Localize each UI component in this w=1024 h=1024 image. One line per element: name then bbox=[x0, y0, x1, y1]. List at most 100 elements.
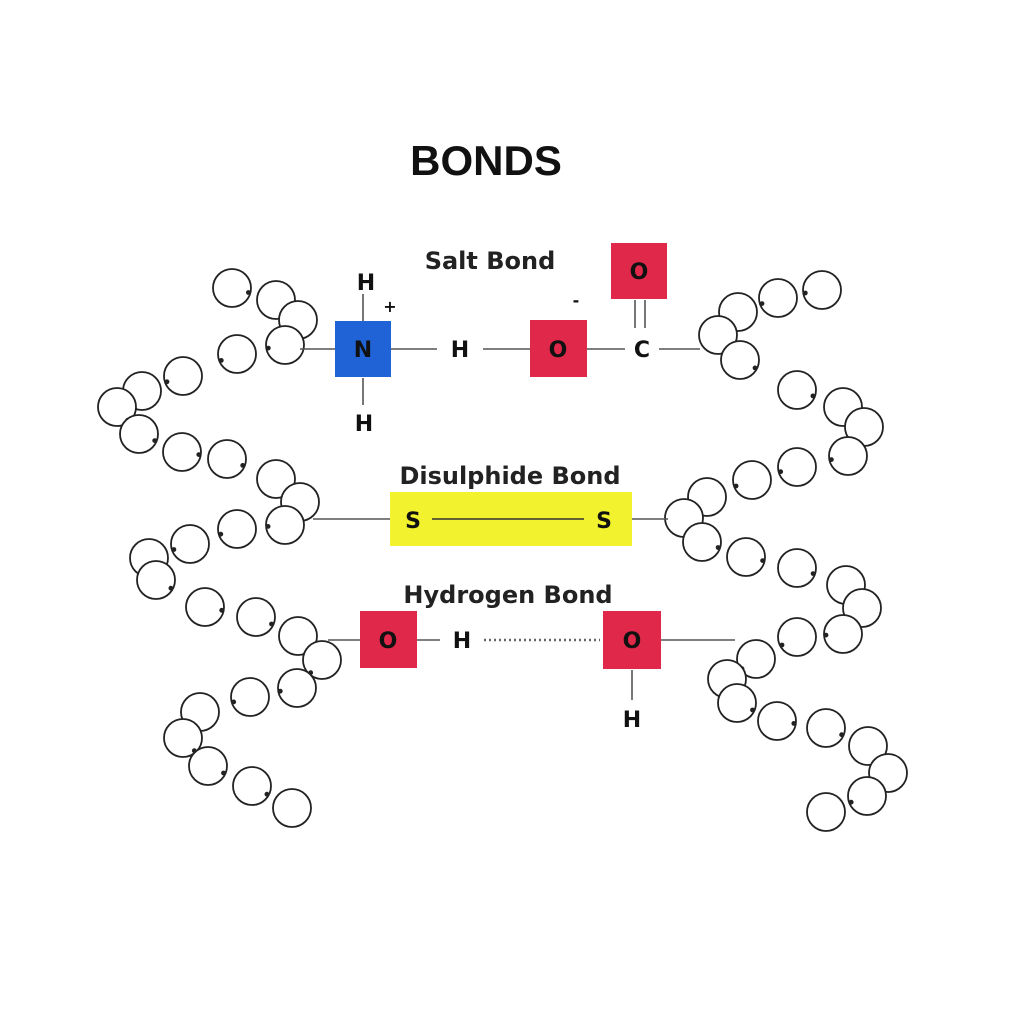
chain-left-bead bbox=[265, 505, 305, 545]
chain-left-bead-link bbox=[152, 438, 158, 443]
chain-left-bead bbox=[236, 597, 276, 637]
chain-left-bead bbox=[232, 766, 272, 806]
diagram-title: BONDS bbox=[410, 137, 562, 184]
chain-right-bead bbox=[732, 460, 772, 500]
disulphide-bond-label: Disulphide Bond bbox=[399, 462, 620, 490]
chain-left-bead bbox=[185, 587, 225, 627]
nitrogen-atom-box bbox=[335, 321, 391, 377]
salt-bond-label: Salt Bond bbox=[425, 247, 556, 275]
negative-charge: - bbox=[573, 291, 580, 310]
chain-left-bead bbox=[97, 387, 137, 427]
chain-right-bead bbox=[806, 792, 846, 832]
positive-charge: + bbox=[383, 297, 396, 316]
chain-left-bead bbox=[162, 432, 202, 472]
carbon-atom: C bbox=[634, 338, 650, 363]
oxygen-atom-box-salt bbox=[530, 320, 587, 377]
chain-left-bead bbox=[170, 524, 210, 564]
sulphur-atom-right: S bbox=[596, 509, 612, 534]
chain-left-bead-link bbox=[168, 585, 174, 591]
chain-left-bead bbox=[188, 746, 228, 786]
salt-h-middle: H bbox=[451, 338, 469, 363]
chain-left-bead-link bbox=[265, 524, 271, 529]
chain-right-bead-link bbox=[778, 469, 784, 475]
chain-left-bead-link bbox=[269, 621, 274, 627]
chain-right-bead-link bbox=[810, 393, 816, 399]
chain-right-bead-link bbox=[733, 483, 739, 489]
chain-left-bead-link bbox=[196, 452, 202, 457]
chain-left-bead bbox=[207, 439, 247, 479]
chain-left-bead-link bbox=[171, 547, 177, 552]
chain-left-bead-link bbox=[221, 770, 226, 776]
chain-right-bead-link bbox=[759, 301, 765, 306]
chain-right-bead-link bbox=[779, 642, 785, 648]
chain-left-bead-link bbox=[218, 531, 224, 537]
chain-left-bead-link bbox=[219, 607, 225, 613]
chain-right-bead-link bbox=[810, 571, 816, 576]
chain-left-bead bbox=[278, 616, 318, 656]
chain-right-bead bbox=[720, 340, 760, 380]
chain-left-bead bbox=[277, 668, 317, 708]
salt-oxygen-atom: O bbox=[549, 338, 568, 363]
chain-right-bead bbox=[777, 370, 817, 410]
chain-right-bead bbox=[777, 617, 817, 657]
chain-left-bead bbox=[217, 509, 257, 549]
chain-left-bead bbox=[163, 356, 203, 396]
hydrogen-oxygen-right: O bbox=[623, 629, 642, 654]
chain-left-bead-link bbox=[246, 290, 251, 295]
chain-right-bead-link bbox=[839, 732, 844, 738]
chain-right-bead-link bbox=[750, 707, 755, 713]
chain-left-bead-link bbox=[231, 699, 237, 705]
hydrogen-oxygen-left: O bbox=[379, 629, 398, 654]
chain-right-bead bbox=[777, 548, 817, 588]
hydrogen-atom-bottom: H bbox=[623, 708, 641, 733]
chain-left-bead bbox=[136, 560, 176, 600]
oxygen-atom-box-top bbox=[611, 243, 667, 299]
chain-right-bead-link bbox=[848, 799, 854, 805]
nitrogen-atom: N bbox=[354, 338, 372, 363]
chain-right-bead-link bbox=[715, 545, 721, 550]
chain-right-bead bbox=[698, 315, 738, 355]
chain-right-bead-link bbox=[752, 365, 758, 371]
chain-right-bead bbox=[823, 614, 863, 654]
oxygen-atom-box-right bbox=[603, 611, 661, 669]
chain-right-bead bbox=[736, 639, 776, 679]
chain-left-bead bbox=[272, 788, 312, 828]
protein-chain-right bbox=[664, 270, 908, 832]
chain-right-bead-link bbox=[802, 290, 808, 296]
disulphide-bond-group: Disulphide Bond S S bbox=[313, 462, 668, 546]
hydrogen-bond-label: Hydrogen Bond bbox=[403, 581, 612, 609]
chain-left-bead-link bbox=[218, 358, 224, 363]
protein-chain-left bbox=[97, 268, 342, 828]
chain-right-bead-link bbox=[760, 558, 765, 563]
chain-right-bead bbox=[848, 726, 888, 766]
chain-right-bead bbox=[726, 537, 766, 577]
carbonyl-oxygen-atom: O bbox=[630, 260, 649, 285]
chain-left-bead bbox=[212, 268, 252, 308]
salt-h-bottom: H bbox=[355, 412, 373, 437]
chain-left-bead-link bbox=[265, 345, 271, 351]
chain-right-bead bbox=[758, 278, 798, 318]
hydrogen-atom-middle: H bbox=[453, 629, 471, 654]
chain-right-bead bbox=[828, 436, 868, 476]
chain-right-bead-link bbox=[829, 457, 834, 462]
chain-left-bead bbox=[230, 677, 270, 717]
salt-h-top: H bbox=[357, 271, 375, 296]
chain-left-bead bbox=[302, 640, 342, 680]
chain-left-bead bbox=[265, 325, 305, 365]
chain-right-bead-link bbox=[823, 632, 829, 638]
chain-left-bead-link bbox=[240, 463, 246, 468]
chain-right-bead bbox=[777, 447, 817, 487]
sulphur-atom-left: S bbox=[405, 509, 421, 534]
chain-right-bead bbox=[757, 701, 797, 741]
chain-right-bead bbox=[802, 270, 842, 310]
chain-left-bead-link bbox=[277, 688, 283, 694]
chain-left-bead bbox=[217, 334, 257, 374]
chain-left-bead bbox=[119, 414, 159, 454]
chain-right-bead bbox=[717, 683, 757, 723]
chain-left-bead-link bbox=[164, 379, 170, 385]
salt-bond-group: Salt Bond N H + H H O - C O bbox=[300, 243, 700, 437]
hydrogen-bond-group: Hydrogen Bond O H O H bbox=[328, 581, 735, 733]
chain-right-bead-link bbox=[791, 721, 797, 726]
oxygen-atom-box-left bbox=[360, 611, 417, 668]
